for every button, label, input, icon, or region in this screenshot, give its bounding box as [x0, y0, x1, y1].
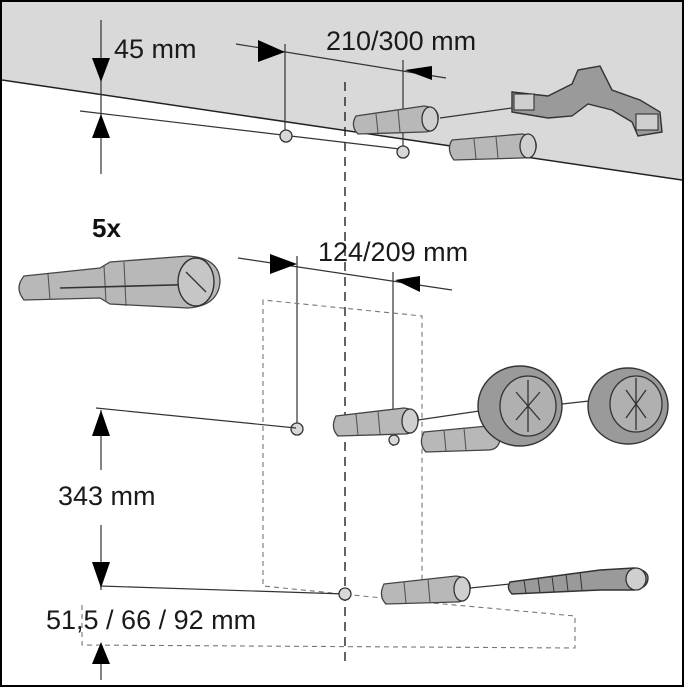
- template-outline-bottom: [81, 601, 576, 649]
- bottom-offsets-label: 51,5 / 66 / 92 mm: [46, 605, 256, 635]
- ceiling-edge: [1, 79, 683, 181]
- guide-line: [469, 583, 511, 589]
- drill-hole: [388, 434, 400, 446]
- wall-plug-icon: [448, 133, 537, 161]
- vertical-spacing-label: 343 mm: [58, 481, 156, 511]
- wall-plug-icon: [18, 255, 221, 309]
- drill-hole: [290, 422, 304, 436]
- top-gap-dimension: [79, 20, 401, 174]
- wall-plug-icon: [332, 407, 419, 437]
- wall-plug-icon: [380, 575, 471, 605]
- bracket-icon: [511, 65, 663, 137]
- top-gap-label: 45 mm: [114, 34, 197, 64]
- vertical-spacing-dimension: [92, 407, 297, 590]
- drill-hole: [279, 129, 293, 143]
- guide-line: [417, 409, 487, 421]
- bottom-offset-arrow: [92, 642, 110, 664]
- wall-plug-icon: [352, 105, 439, 135]
- drill-hole: [338, 587, 352, 601]
- bumper-icon: [587, 367, 669, 445]
- top-spacing-label: 210/300 mm: [326, 26, 476, 56]
- quantity-label: 5x: [92, 213, 121, 243]
- guide-line: [439, 107, 513, 119]
- guide-line: [99, 585, 346, 595]
- drill-hole: [396, 145, 410, 159]
- top-spacing-dimension: [235, 40, 447, 152]
- bumper-icon: [477, 365, 563, 447]
- screw-icon: [507, 567, 649, 595]
- mid-spacing-label: 124/209 mm: [318, 237, 468, 267]
